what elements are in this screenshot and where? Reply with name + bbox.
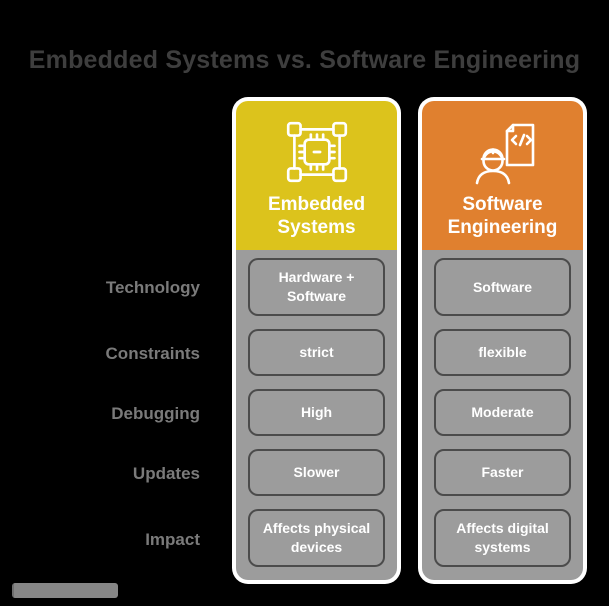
value-pill: Hardware + Software: [248, 258, 385, 316]
row-label-updates: Updates: [132, 464, 200, 483]
software-engineering-header: Software Engineering: [422, 101, 583, 250]
value-pill: Software: [434, 258, 571, 316]
value-pill: strict: [248, 329, 385, 376]
embedded-systems-values: Hardware + Software strict High Slower A…: [236, 250, 397, 580]
value-pill: Faster: [434, 449, 571, 496]
row-label-technology: Technology: [105, 278, 200, 297]
row-label-debugging: Debugging: [111, 404, 200, 423]
software-engineering-values: Software flexible Moderate Faster Affect…: [422, 250, 583, 580]
value-pill: Affects digital systems: [434, 509, 571, 567]
value-pill: Slower: [248, 449, 385, 496]
embedded-systems-card: Embedded Systems Hardware + Software str…: [232, 97, 401, 584]
page-title: Embedded Systems vs. Software Engineerin…: [28, 46, 581, 74]
row-label-impact: Impact: [145, 530, 200, 549]
software-engineering-card: Software Engineering Software flexible M…: [418, 97, 587, 584]
value-pill: Affects physical devices: [248, 509, 385, 567]
watermark: [12, 583, 118, 598]
engineer-code-icon: [463, 113, 543, 191]
embedded-systems-title: Embedded Systems: [267, 194, 366, 238]
row-label-constraints: Constraints: [105, 344, 200, 363]
microchip-icon: [280, 113, 354, 191]
value-pill: High: [248, 389, 385, 436]
value-pill: Moderate: [434, 389, 571, 436]
embedded-systems-header: Embedded Systems: [236, 101, 397, 250]
software-engineering-title: Software Engineering: [447, 194, 558, 238]
value-pill: flexible: [434, 329, 571, 376]
